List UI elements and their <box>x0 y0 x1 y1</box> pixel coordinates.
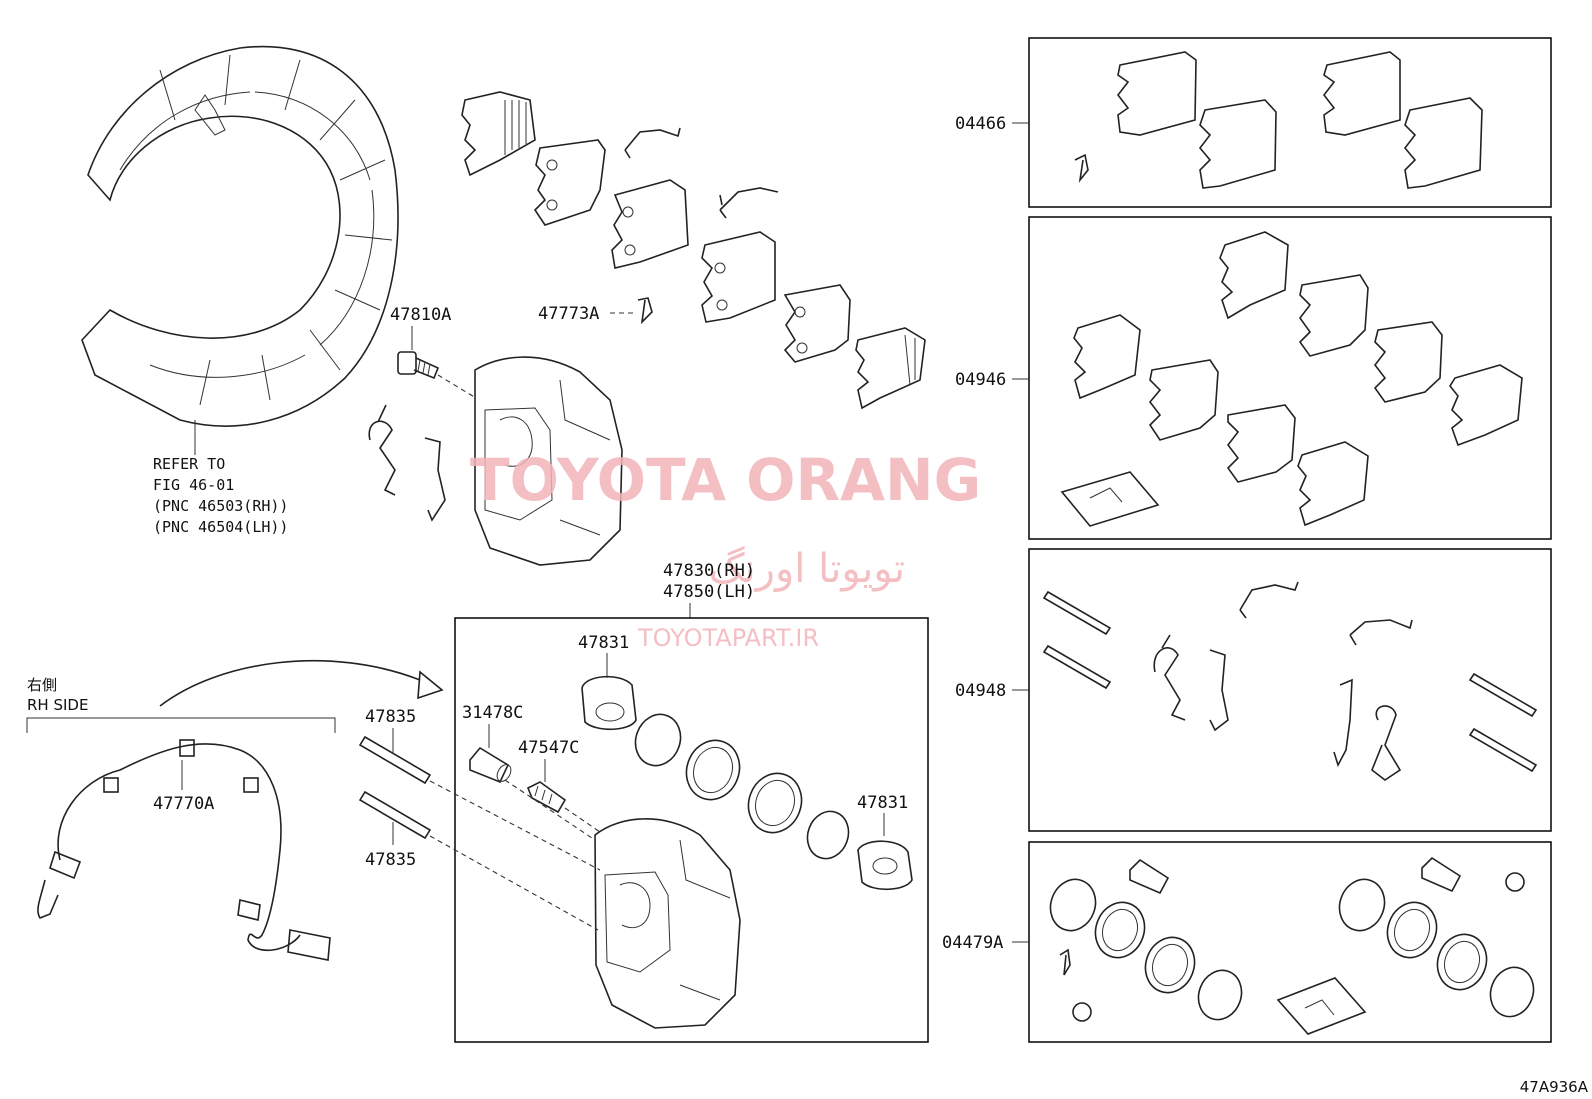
caliper-lower <box>504 779 741 1029</box>
label-47547C: 47547C <box>518 738 579 758</box>
refer-line-4: (PNC 46504(LH)) <box>153 518 288 536</box>
label-04946: 04946 <box>955 370 1006 390</box>
kit-04466-parts <box>1074 51 1483 189</box>
label-47830-rh: 47830(RH) <box>663 561 755 581</box>
refer-line-2: FIG 46-01 <box>153 476 234 494</box>
caliper-assembly-box <box>454 617 929 1043</box>
seals-and-boots <box>634 713 850 860</box>
side-label-cjk: 右側 <box>27 676 57 694</box>
kit-box-04479A <box>1028 841 1552 1043</box>
kit-04948-parts <box>1042 581 1538 781</box>
label-47835-bottom: 47835 <box>365 850 416 870</box>
refer-note: REFER TO FIG 46-01 (PNC 46503(RH)) (PNC … <box>153 455 288 536</box>
label-47773A: 47773A <box>538 304 599 324</box>
pad-shim-row <box>461 91 926 410</box>
piston-47831-top <box>581 675 637 731</box>
kit-04946-parts <box>1060 231 1523 527</box>
label-47850-lh: 47850(LH) <box>663 582 755 602</box>
label-04948: 04948 <box>955 681 1006 701</box>
wear-sensor-47770A <box>37 739 331 961</box>
kit-box-04466 <box>1028 37 1552 208</box>
label-47770A: 47770A <box>153 794 214 814</box>
label-47831-top: 47831 <box>578 633 629 653</box>
watermark-brand: TOYOTA ORANG <box>470 446 981 514</box>
kit-box-04946 <box>1028 216 1552 540</box>
side-label-en: RH SIDE <box>27 696 88 714</box>
drawing-code: 47A936A <box>1520 1078 1589 1096</box>
disc-dust-cover <box>81 45 399 455</box>
bleeder-47547C <box>526 781 567 814</box>
refer-line-1: REFER TO <box>153 455 225 473</box>
label-04479A: 04479A <box>942 933 1003 953</box>
label-04466: 04466 <box>955 114 1006 134</box>
kit-box-04948 <box>1028 548 1552 832</box>
label-47835-top: 47835 <box>365 707 416 727</box>
bushing-31478C <box>469 746 512 784</box>
refer-line-3: (PNC 46503(RH)) <box>153 497 288 515</box>
label-31478C: 31478C <box>462 703 523 723</box>
label-47810A: 47810A <box>390 305 451 325</box>
watermark-persian: تویوتا اورنگ <box>709 546 905 592</box>
bolt-47810A <box>397 351 477 399</box>
piston-47831-bottom <box>857 840 913 891</box>
caliper-upper <box>474 356 623 566</box>
pins-47835 <box>358 735 601 931</box>
kit-04479A-parts <box>1049 856 1535 1035</box>
pad-springs-upper <box>368 404 446 522</box>
label-47831-bottom: 47831 <box>857 793 908 813</box>
watermark-site: TOYOTAPART.IR <box>637 624 819 652</box>
